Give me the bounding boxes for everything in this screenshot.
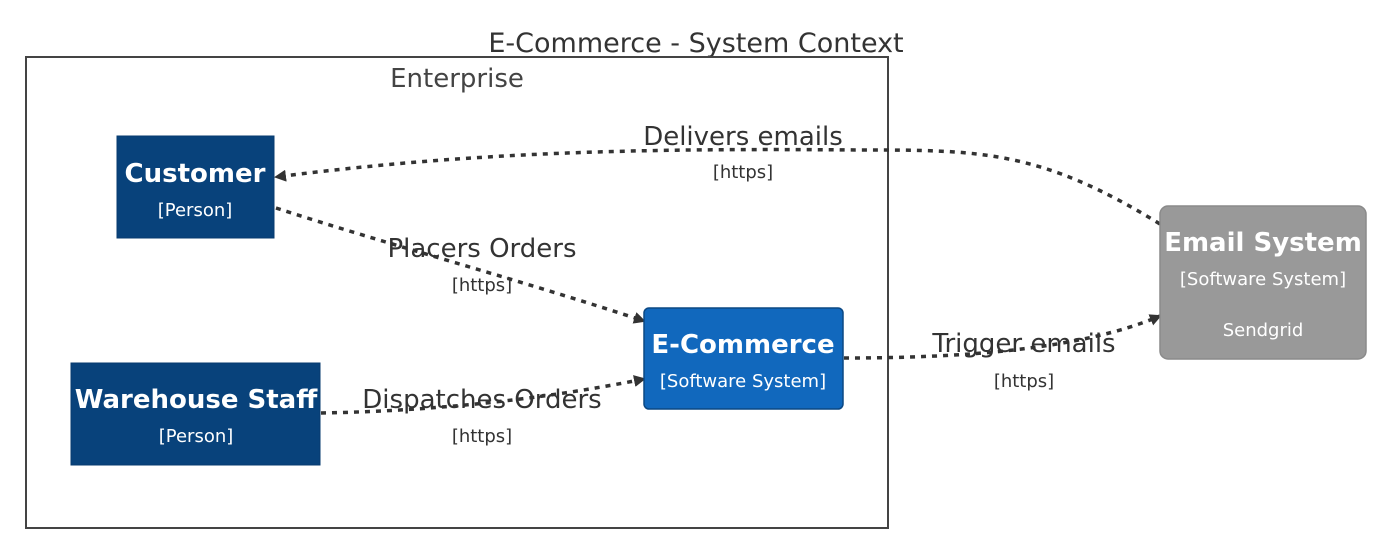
diagram-title: E-Commerce - System Context <box>488 28 903 59</box>
node-ecommerce[interactable]: E-Commerce [Software System] <box>643 307 844 410</box>
email-system-type: [Software System] <box>1180 269 1346 290</box>
email-system-description: Sendgrid <box>1223 320 1304 341</box>
edge-dispatches-orders-label: Dispatches Orders <box>362 385 601 415</box>
warehouse-staff-type: [Person] <box>159 426 234 447</box>
warehouse-staff-box <box>70 362 321 466</box>
edge-dispatches-orders-tech: [https] <box>452 426 512 447</box>
enterprise-boundary <box>25 56 889 529</box>
ecommerce-box <box>643 307 844 410</box>
enterprise-boundary-label: Enterprise <box>390 64 524 94</box>
customer-box <box>116 135 275 239</box>
email-system-name: Email System <box>1164 228 1362 258</box>
ecommerce-name: E-Commerce <box>651 330 834 360</box>
edge-trigger-emails-label: Trigger emails <box>931 329 1115 359</box>
node-email-system[interactable]: Email System [Software System] Sendgrid <box>1159 205 1367 360</box>
edge-trigger-emails-tech: [https] <box>994 371 1054 392</box>
customer-type: [Person] <box>158 200 233 221</box>
edge-delivers-emails-tech: [https] <box>713 162 773 183</box>
warehouse-staff-name: Warehouse Staff <box>75 385 318 415</box>
edge-trigger-emails <box>843 314 1162 360</box>
edge-places-orders-tech: [https] <box>452 275 512 296</box>
node-warehouse-staff[interactable]: Warehouse Staff [Person] <box>70 362 321 466</box>
ecommerce-type: [Software System] <box>660 371 826 392</box>
email-system-box <box>1159 205 1367 360</box>
edge-delivers-emails-label: Delivers emails <box>643 122 843 152</box>
node-customer[interactable]: Customer [Person] <box>116 135 275 239</box>
edge-places-orders <box>275 206 646 324</box>
edge-places-orders-label: Placers Orders <box>387 234 576 264</box>
edge-delivers-emails <box>274 147 1161 226</box>
customer-name: Customer <box>125 159 266 189</box>
